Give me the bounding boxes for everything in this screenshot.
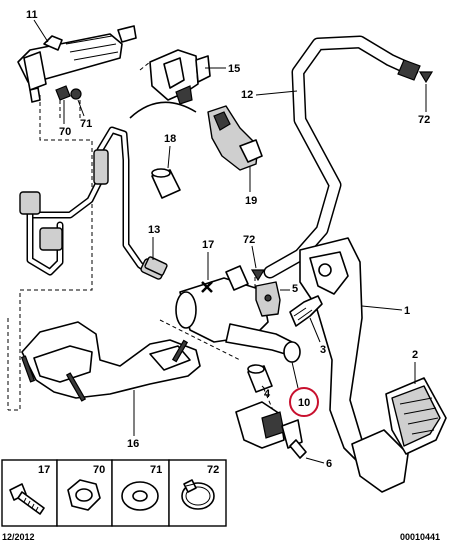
- callout-11: 11: [26, 9, 38, 21]
- pedal-pad: [385, 377, 447, 455]
- callout-16: 16: [127, 438, 139, 450]
- hydraulic-pipe: [19, 126, 166, 280]
- callout-5: 5: [292, 283, 298, 295]
- washer-icon: [121, 481, 159, 511]
- callout-1: 1: [404, 305, 410, 317]
- callout-15: 15: [228, 63, 240, 75]
- bushing-part: [151, 168, 181, 199]
- clip-part: [207, 105, 263, 171]
- clamp-marker-72: [250, 269, 266, 282]
- callout-13: 13: [148, 224, 160, 236]
- callout-10: 10: [298, 397, 310, 409]
- callout-70: 70: [59, 126, 71, 138]
- legend-number-71: 71: [150, 464, 162, 476]
- callout-12: 12: [241, 89, 253, 101]
- highlight-circle-10: [289, 387, 319, 417]
- pedal-switch: [235, 401, 307, 459]
- hose-clamp-icon: [181, 479, 215, 510]
- nut-symbol-icon: [55, 85, 71, 101]
- bolt-marker-17: [201, 281, 213, 293]
- callout-2: 2: [412, 349, 418, 361]
- footer-reference: 00010441: [400, 532, 440, 542]
- bolt-icon: [9, 483, 45, 515]
- footer-date: 12/2012: [2, 532, 35, 542]
- parts-legend: 17 70 71 72: [1, 459, 227, 527]
- callout-6: 6: [326, 458, 332, 470]
- washer-symbol-icon: [70, 88, 82, 100]
- mounting-bracket: [20, 321, 201, 402]
- actuator-cylinder: [175, 265, 301, 363]
- pedal-arm: [299, 237, 409, 493]
- callout-19: 19: [245, 195, 257, 207]
- nut-icon: [67, 479, 101, 511]
- callout-72-top: 72: [418, 114, 430, 126]
- callout-17: 17: [202, 239, 214, 251]
- legend-number-70: 70: [93, 464, 105, 476]
- connector-bracket: [129, 49, 211, 119]
- clamp-marker-72-top: [418, 71, 434, 84]
- flexible-hose: [263, 35, 421, 279]
- callout-4: 4: [264, 388, 271, 400]
- callout-72-mid: 72: [243, 234, 255, 246]
- spring-clip: [255, 281, 281, 317]
- callout-3: 3: [320, 344, 326, 356]
- master-cylinder: [17, 25, 137, 103]
- callout-18: 18: [164, 133, 176, 145]
- pin-part: [247, 364, 273, 393]
- callouts: 11 15 12 72 70 71 18 19 17 72 13 5 1 3 2…: [26, 9, 430, 470]
- stop-screw: [289, 295, 323, 327]
- fitting-13: [144, 256, 168, 276]
- callout-71: 71: [80, 118, 92, 130]
- legend-number-17: 17: [38, 464, 50, 476]
- legend-number-72: 72: [207, 464, 219, 476]
